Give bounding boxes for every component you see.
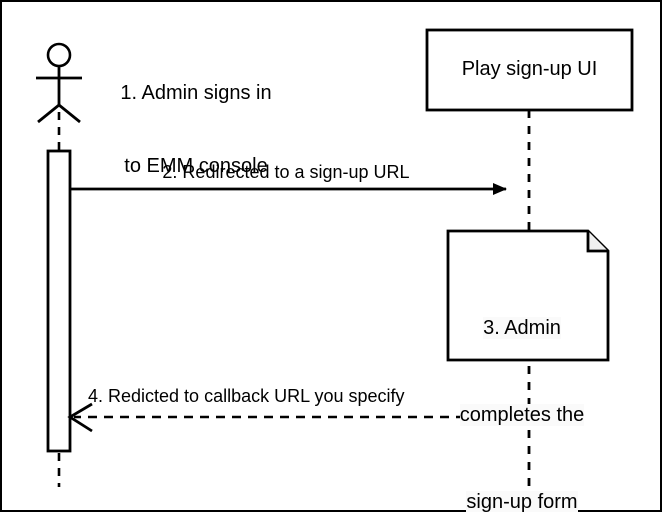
actor-activation-bar: [46, 149, 72, 453]
note-line-3: sign-up form: [466, 491, 578, 512]
message-4-label: 4. Redicted to callback URL you specify: [88, 386, 405, 406]
actor-annotation-step-1: 1. Admin signs in to EMM console: [96, 32, 296, 227]
participant-label-play-sign-up-ui: Play sign-up UI: [461, 58, 598, 80]
participant-box-play-sign-up-ui: [425, 28, 634, 112]
note-step-3-text: 3. Admin completes the sign-up form: [448, 256, 596, 512]
actor-admin-figure: [36, 42, 82, 124]
message-4-arrowhead: [67, 402, 93, 433]
note-line-2: completes the: [459, 404, 585, 426]
note-line-1: 3. Admin: [483, 317, 561, 339]
step-1-line-2: to EMM console: [124, 154, 268, 177]
message-2-label: 2. Redirected to a sign-up URL: [162, 162, 410, 182]
step-1-line-1: 1. Admin signs in: [120, 81, 272, 104]
